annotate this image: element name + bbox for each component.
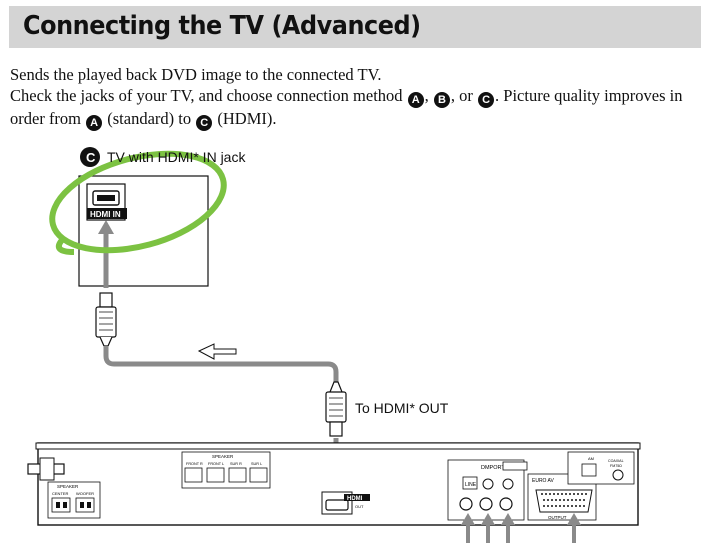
highlight-ellipse bbox=[49, 150, 227, 254]
unit-rear-panel: SPEAKER CENTER WOOFER SPEAKER FRONT R FR… bbox=[27, 442, 641, 526]
am-label: AM bbox=[588, 456, 594, 461]
sur-r-label: SUR R bbox=[230, 462, 242, 466]
page-title: Connecting the TV (Advanced) bbox=[23, 11, 421, 41]
woofer-label: WOOFER bbox=[76, 491, 94, 496]
intro-sep-1: , bbox=[424, 86, 429, 105]
coaxial-label: COAXIAL bbox=[608, 459, 624, 463]
connection-arrows-bottom bbox=[461, 513, 581, 543]
marker-b-icon: B bbox=[433, 92, 450, 108]
intro-line-2: Check the jacks of your TV, and choose c… bbox=[10, 85, 710, 108]
hdmi-cable bbox=[103, 346, 339, 382]
signal-direction-arrow bbox=[197, 343, 237, 360]
hdmi-plug-bottom bbox=[325, 381, 347, 437]
unit-hdmi-label: HDMI bbox=[347, 496, 363, 502]
front-l-label: FRONT L bbox=[208, 462, 224, 466]
intro-line-1: Sends the played back DVD image to the c… bbox=[10, 65, 382, 84]
intro-sep-2: , or bbox=[450, 86, 473, 105]
front-r-label: FRONT R bbox=[186, 462, 203, 466]
intro-line-3-end: (HDMI). bbox=[217, 109, 277, 128]
marker-c-icon-2: C bbox=[196, 115, 213, 131]
center-label: CENTER bbox=[52, 491, 69, 496]
sur-l-label: SUR L bbox=[251, 462, 262, 466]
tv-hdmi-jack: HDMI IN bbox=[86, 183, 127, 221]
hdmi-plug-top bbox=[95, 292, 117, 347]
tv-marker-letter: C bbox=[86, 150, 96, 165]
intro-line-2-end: . Picture quality improves in bbox=[495, 86, 683, 105]
marker-a-icon: A bbox=[407, 92, 424, 108]
title-bar: Connecting the TV (Advanced) bbox=[9, 6, 701, 48]
intro-line-3: order from A (standard) to C (HDMI). bbox=[10, 108, 710, 131]
dmport-label: DMPORT bbox=[481, 465, 505, 471]
tv-marker-icon bbox=[80, 147, 100, 167]
tv-connection-label: TV with HDMI* IN jack bbox=[107, 149, 246, 165]
line-label: LINE bbox=[465, 482, 477, 488]
fm75-label: FM75Ω bbox=[610, 464, 622, 468]
euro-av-label: EURO AV bbox=[532, 478, 555, 484]
marker-a-icon-2: A bbox=[86, 115, 103, 131]
intro-line-3-text: order from bbox=[10, 109, 82, 128]
speaker-label: SPEAKER bbox=[212, 454, 234, 459]
intro-text: Sends the played back DVD image to the c… bbox=[10, 64, 710, 131]
intro-line-2-text: Check the jacks of your TV, and choose c… bbox=[10, 86, 403, 105]
hdmi-out-label: To HDMI* OUT bbox=[355, 400, 449, 416]
intro-line-3-mid: (standard) to bbox=[107, 109, 192, 128]
marker-c-icon: C bbox=[478, 92, 495, 108]
output-label: OUTPUT bbox=[548, 515, 567, 520]
unit-out-label: OUT bbox=[355, 504, 364, 509]
tv-jack-label: HDMI IN bbox=[90, 210, 121, 219]
speaker-left-label: SPEAKER bbox=[57, 484, 79, 489]
